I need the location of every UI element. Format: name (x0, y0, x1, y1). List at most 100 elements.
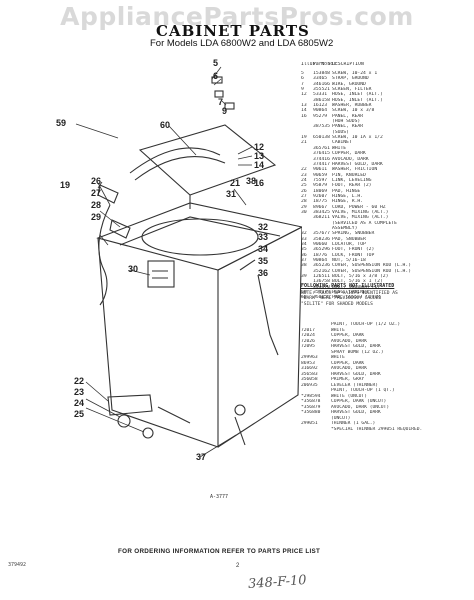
illus-no: 37 (301, 258, 307, 264)
illus-no: 13 (301, 103, 307, 109)
callout-60: 60 (160, 120, 171, 130)
description: (SUDS) (332, 129, 349, 135)
parts-table-row: 37 90864 NUT, 5/16-18 (301, 258, 473, 263)
description: WASHER, RUBBER (332, 103, 372, 109)
touchup-note: NOTE: TOUCH-UP PAINTS IDENTIFIED AS "DAR… (301, 291, 398, 307)
part-no: 126511 (313, 274, 330, 280)
illus-no: 36 (301, 252, 307, 258)
description: LOCATOR, TOP (332, 242, 366, 247)
part-no: 18776 (313, 252, 328, 258)
page-number: 2 (236, 563, 240, 569)
description: COPPER, DARK (UNCUT) (331, 399, 387, 404)
description: SPRAY BOMB (12 OZ.) (331, 349, 384, 355)
part-no: 90611 (313, 167, 328, 173)
callout-27: 27 (91, 188, 102, 198)
illus-no: 26 (301, 188, 307, 194)
illus-no: 34 (301, 242, 307, 247)
callout-26: 26 (91, 176, 102, 186)
parts-table-row: (HOH SUDS) (301, 119, 473, 124)
illus-no: 28 (301, 199, 307, 205)
description: PANEL, REAR (332, 113, 364, 119)
description: BOLT, 5/16 x 1 (2) (332, 279, 383, 285)
description: SCREW, 10 IA x 1/2 (332, 135, 383, 141)
part-no: 90864 (313, 258, 328, 264)
part-no: *356880 (301, 410, 321, 415)
description: (UNCUT) (331, 415, 351, 421)
part-no: 355521 (313, 87, 330, 93)
callout-22: 22 (74, 376, 85, 386)
callout-30: 30 (128, 264, 139, 274)
part-no: 346166 (313, 81, 330, 87)
description: COPPER, DARK (331, 360, 365, 366)
description: PIN, KNURLED (332, 172, 366, 178)
description: VALVE, MIXING (ALT.) (332, 215, 389, 221)
description: WIRE, GROUND (332, 81, 366, 87)
part-no: 356583 (301, 371, 318, 377)
part-no: 356058 (301, 377, 318, 382)
part-no: 92607 (313, 193, 328, 199)
description: COVER, SUSPENSION ROD (L.H.) (332, 268, 412, 274)
illus-no: 14 (301, 108, 307, 114)
part-no: 136758 (313, 279, 330, 285)
description: PANEL, REAR (332, 124, 364, 130)
description: HOSE, INLET (ALT.) (332, 97, 383, 103)
callout-36: 36 (258, 268, 269, 278)
illus-no: 60 (301, 295, 307, 301)
touchup-row: *SPECIAL THINNER 299051 REQUIRED. (301, 427, 473, 433)
part-no: 206935 (301, 382, 318, 388)
part-no: 53331 (313, 92, 328, 98)
description: AVOCADO, DARK (UNCUT) (331, 404, 390, 410)
description: CORD, POWER - 60 HZ (332, 204, 386, 210)
description: NUT, 5/16-18 (332, 258, 366, 264)
parts-table-row: ASSEMBLY) (301, 226, 473, 231)
callout-29: 29 (91, 212, 102, 222)
part-no: 95279 (313, 113, 328, 119)
illus-no: 19 (301, 135, 307, 141)
callout-13: 13 (254, 151, 265, 161)
description: WHITE (UNCUT) (331, 393, 367, 399)
illus-no: 9 (301, 87, 304, 93)
illus-no: 25 (301, 183, 307, 189)
rear-panel (138, 124, 277, 196)
page-subtitle: For Models LDA 6800W2 and LDA 6805W2 (150, 38, 334, 49)
part-no: 376415 (313, 151, 330, 157)
callout-21: 21 (230, 178, 241, 188)
leveling-link (107, 394, 153, 416)
description: WHITE (331, 355, 345, 360)
description: *SPECIAL THINNER 299051 REQUIRED. (331, 426, 423, 432)
description: HOSE, INLET (ALT.) (332, 92, 383, 98)
description: COPPER, DARK (331, 333, 365, 338)
header-illus-no: Illus. No. (301, 62, 330, 67)
illus-no: 33 (301, 236, 307, 242)
description: STRAP, GROUND (332, 76, 369, 82)
callout-7: 7 (218, 97, 224, 107)
description: LOCK, FRONT TOP (332, 252, 375, 258)
part-no: 354179 (313, 290, 330, 296)
description: CABINET (332, 140, 352, 146)
